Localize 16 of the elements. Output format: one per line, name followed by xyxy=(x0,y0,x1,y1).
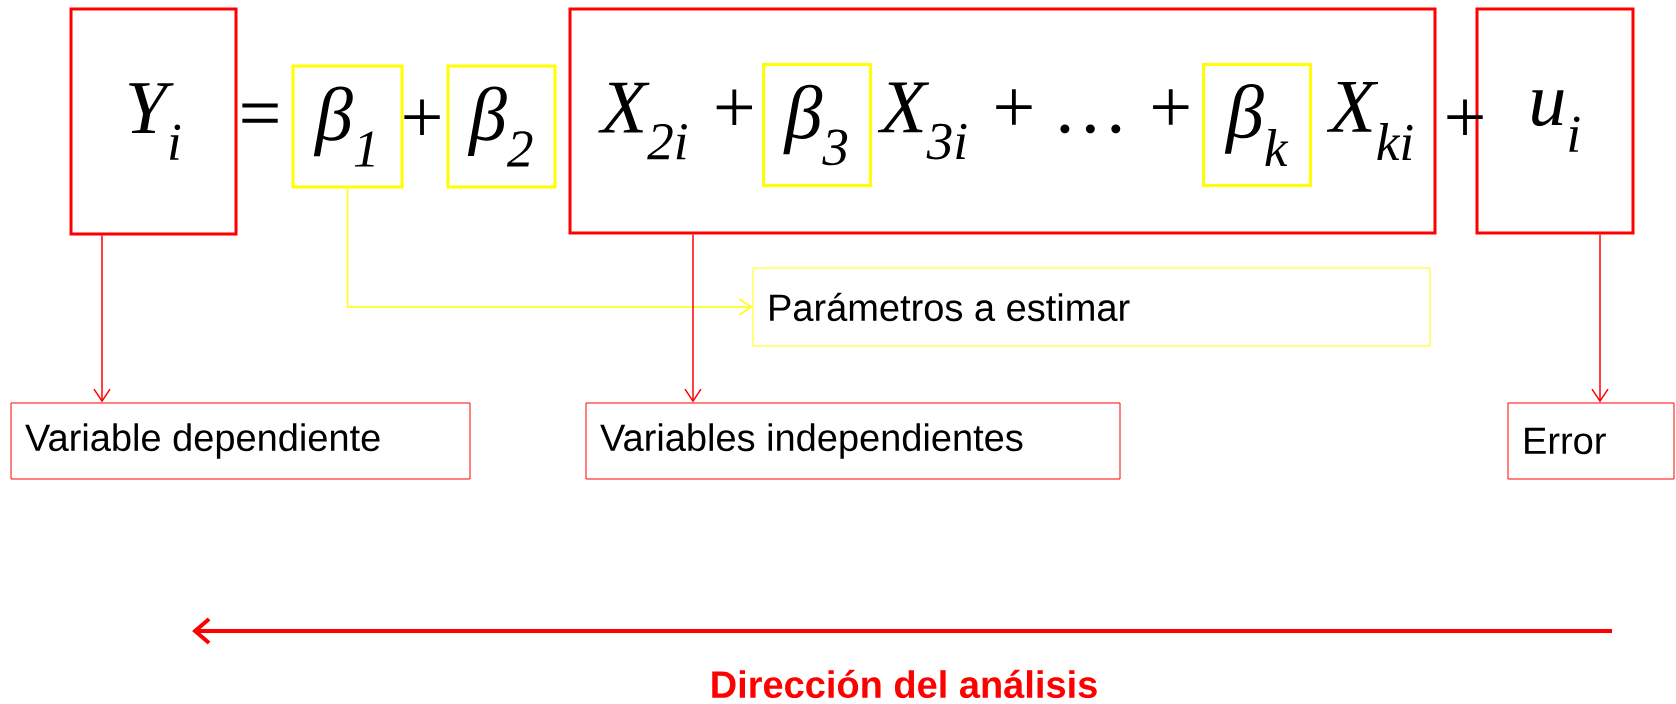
caption: Dirección del análisis xyxy=(712,669,1097,699)
coefficient-box: β$_{2}$ xyxy=(446,64,557,189)
arrow xyxy=(346,187,753,316)
arrow xyxy=(93,234,111,403)
term-box: Y$_{i}$ xyxy=(69,7,238,236)
label-box: Parámetros a estimar xyxy=(752,267,1431,347)
label-box: Variables independientes xyxy=(585,402,1121,480)
coefficient-box: β$_{k}$ xyxy=(1202,63,1312,187)
label-box: Variable dependiente xyxy=(10,402,471,480)
arrow xyxy=(684,233,702,403)
operator-sign: + xyxy=(404,99,440,135)
coefficient-box: β$_{3}$ xyxy=(762,63,872,187)
coefficient-box: β$_{1}$ xyxy=(291,64,404,189)
operator-sign: = xyxy=(242,103,278,123)
arrow xyxy=(1591,233,1609,403)
label-box: Error xyxy=(1507,402,1675,480)
